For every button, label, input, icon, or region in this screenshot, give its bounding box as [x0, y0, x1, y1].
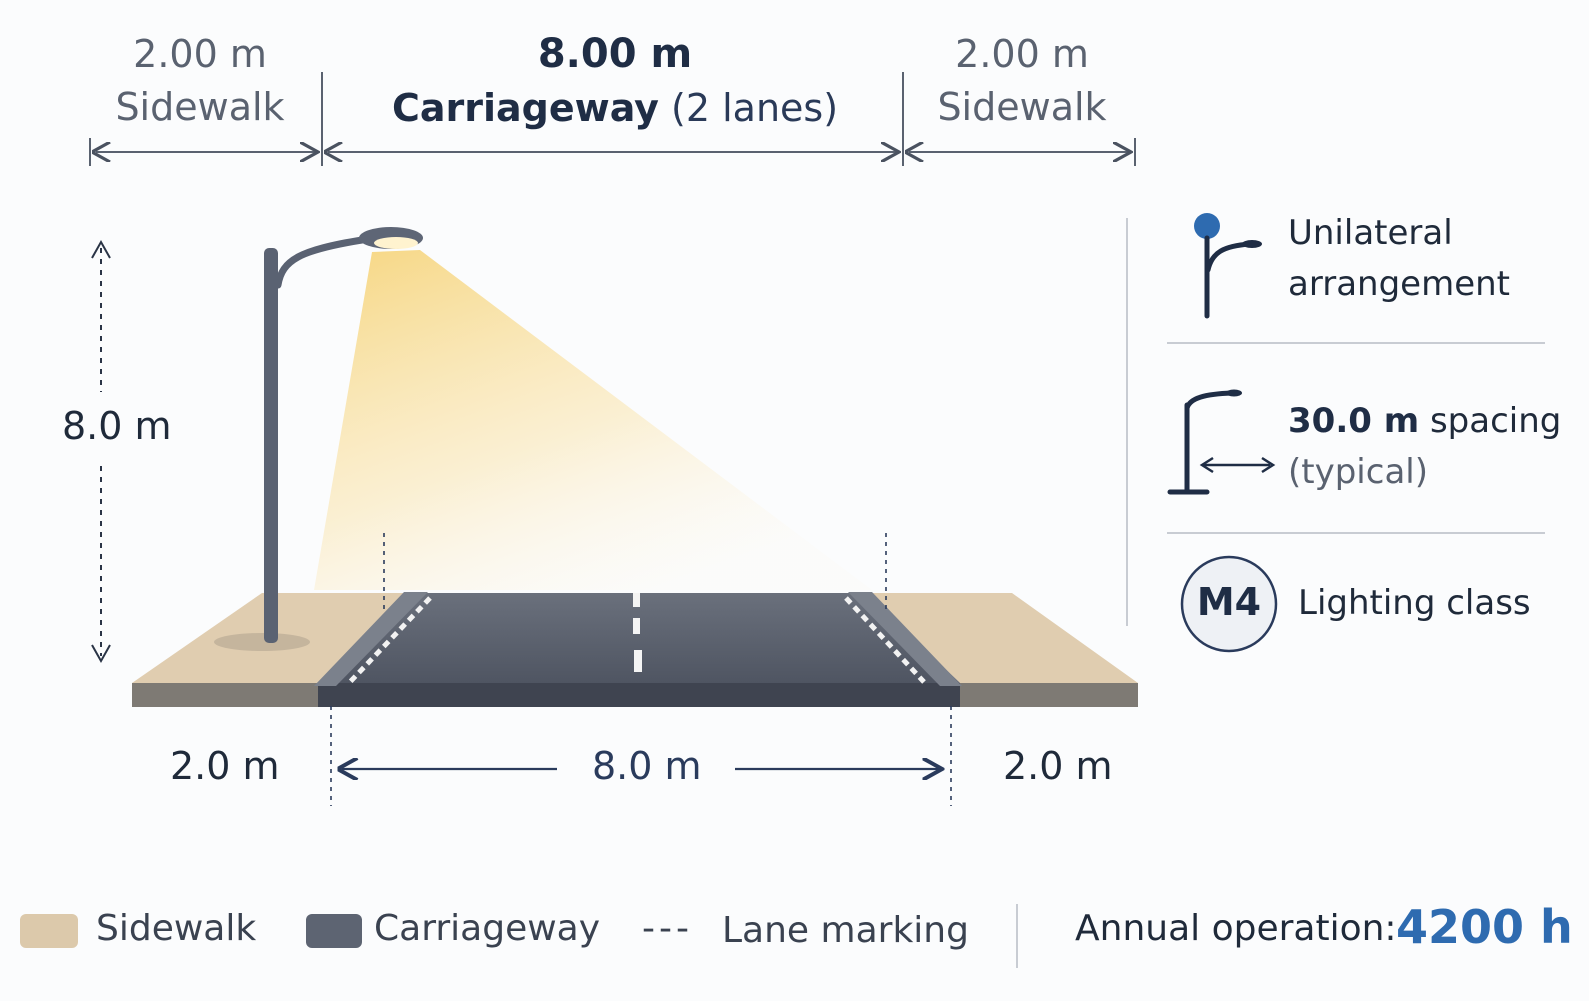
top-dimension-lines — [89, 72, 1136, 166]
spacing-word: spacing — [1429, 401, 1562, 441]
legend-sidewalk-swatch — [20, 914, 78, 948]
legend-lane-marking-symbol: --- — [642, 908, 693, 949]
top-dim-left-label: Sidewalk — [115, 85, 285, 130]
legend-carriageway-label: Carriageway — [374, 908, 601, 949]
lighting-class-label: Lighting class — [1298, 583, 1531, 623]
legend-carriageway-swatch — [306, 914, 362, 948]
arrangement-line1: Unilateral — [1288, 213, 1453, 253]
lighting-class-badge-ring — [1180, 555, 1278, 653]
unilateral-icon — [1194, 213, 1262, 319]
spacing-value: 30.0 m — [1288, 401, 1420, 441]
street-light-pole — [214, 227, 423, 651]
arrangement-text: Unilateral arrangement — [1288, 208, 1510, 310]
top-dim-center-label: Carriageway — [391, 86, 659, 130]
top-dim-center-value: 8.00 m — [537, 31, 693, 77]
pole-height-label: 8.0 m — [62, 404, 172, 448]
sidewalk-right — [866, 593, 1138, 683]
top-dim-right-label: Sidewalk — [937, 85, 1107, 130]
top-dim-center: 8.00 m Carriageway (2 lanes) — [380, 26, 850, 135]
top-dim-left: 2.00 m Sidewalk — [90, 28, 310, 134]
legend-lane-marking-label: Lane marking — [722, 910, 969, 951]
top-dim-center-sublabel: (2 lanes) — [671, 86, 839, 130]
spacing-text: 30.0 m spacing (typical) — [1288, 396, 1561, 498]
light-cone — [314, 250, 872, 590]
edge-marking-left — [348, 596, 432, 684]
top-dim-right-value: 2.00 m — [955, 32, 1089, 76]
center-lane-marking — [633, 593, 642, 672]
annual-operation-label: Annual operation: — [1075, 908, 1397, 949]
bottom-dim-left: 2.0 m — [170, 744, 280, 788]
arrangement-line2: arrangement — [1288, 264, 1510, 304]
carriageway-surface — [318, 593, 960, 683]
top-dim-right: 2.00 m Sidewalk — [912, 28, 1132, 134]
bottom-dim-center: 8.0 m — [592, 744, 702, 788]
annual-operation-value: 4200 h — [1396, 900, 1573, 954]
lighting-class-badge: M4 — [1196, 580, 1262, 624]
pole-height-dimension — [91, 239, 111, 664]
bottom-dim-right: 2.0 m — [1003, 744, 1113, 788]
spacing-icon — [1167, 389, 1276, 495]
spacing-note: (typical) — [1288, 452, 1428, 492]
legend-sidewalk-label: Sidewalk — [96, 908, 257, 949]
top-dim-left-value: 2.00 m — [133, 32, 267, 76]
